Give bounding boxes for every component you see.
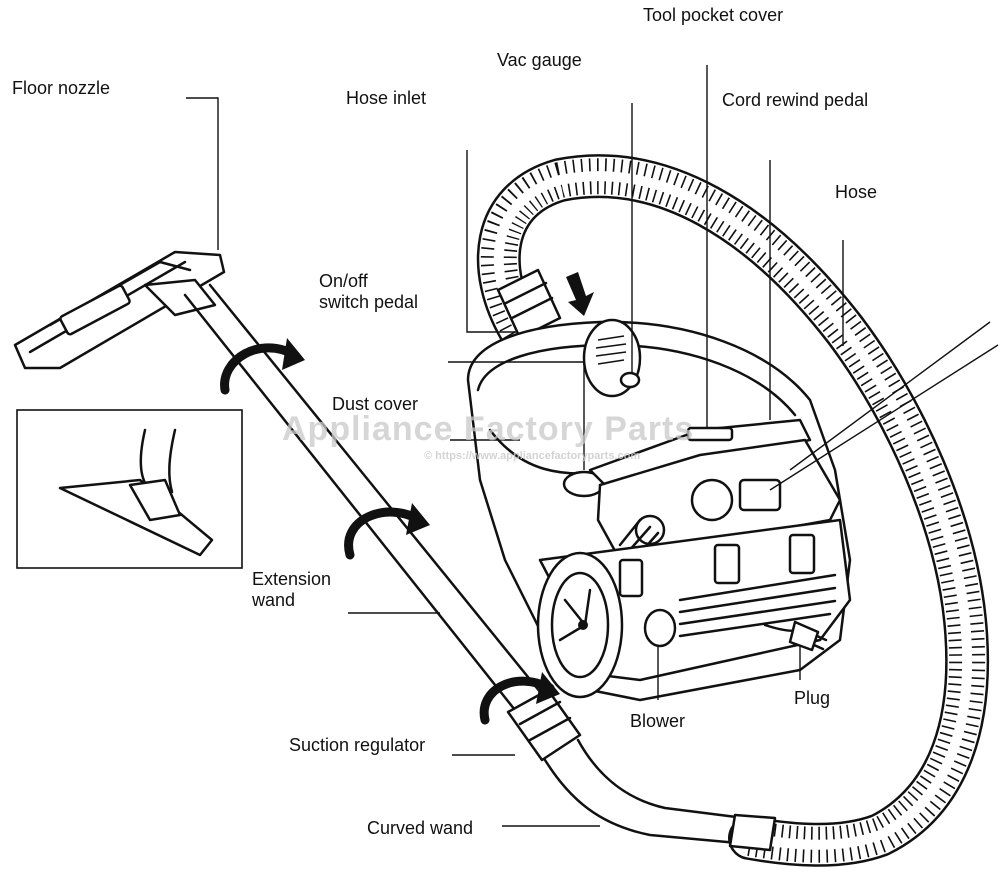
label-floor-nozzle: Floor nozzle (12, 78, 111, 98)
watermark-url: © https://www.appliancefactoryparts.com (424, 450, 641, 462)
twist-arrow-icon-1 (220, 338, 305, 395)
label-curved-wand: Curved wand (367, 818, 474, 838)
label-extension-wand: Extension wand (252, 569, 332, 610)
label-blower: Blower (630, 711, 686, 731)
curved-wand (506, 688, 777, 852)
label-plug: Plug (794, 688, 831, 708)
label-cord-rewind-pedal: Cord rewind pedal (722, 90, 869, 110)
pointer-line (789, 321, 991, 471)
power-cord (763, 620, 828, 652)
label-on-off-switch-pedal: On/off switch pedal (319, 271, 419, 312)
tool-pocket (588, 418, 842, 562)
twist-arrow-icon-3 (479, 672, 560, 725)
label-dust-cover: Dust cover (332, 394, 419, 414)
label-hose-inlet: Hose inlet (346, 88, 427, 108)
pointer-line-2 (769, 344, 999, 491)
hose (476, 154, 990, 867)
label-vac-gauge: Vac gauge (497, 50, 582, 70)
twist-arrow-icon-2 (344, 503, 430, 560)
watermark-title: Appliance Factory Parts (282, 410, 695, 448)
inset-nozzle-view (16, 409, 243, 569)
label-tool-pocket-cover: Tool pocket cover (643, 5, 784, 25)
wheel (536, 551, 624, 699)
label-hose: Hose (835, 182, 878, 202)
airflow-arrow-icon (566, 272, 594, 316)
hose-inlet-cuff (496, 268, 562, 340)
leader-lines (186, 65, 844, 827)
label-suction-regulator: Suction regulator (289, 735, 426, 755)
floor-nozzle (13, 250, 226, 370)
extension-wand (183, 283, 547, 712)
